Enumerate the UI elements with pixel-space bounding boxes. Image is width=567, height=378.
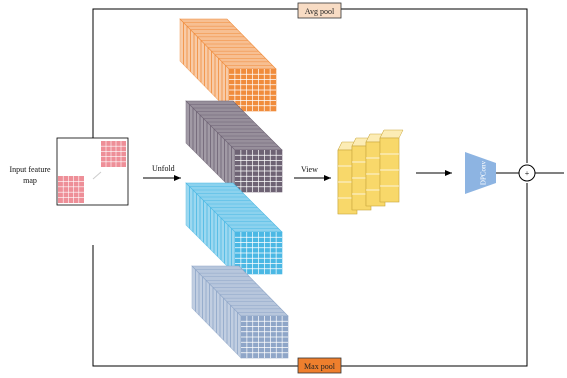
avg-pool-rect xyxy=(297,2,342,19)
unfold-label: Unfold xyxy=(152,164,175,173)
avg-pool-box: Avg pool xyxy=(297,2,342,19)
max-pool-rect xyxy=(297,357,342,374)
input-label-line1: Input feature xyxy=(9,165,51,174)
avg-pool-label: Avg pool xyxy=(305,7,335,16)
dpconv-block: DPConv xyxy=(465,152,496,194)
input-feature-map xyxy=(56,137,129,206)
plus-circle-icon: + xyxy=(518,164,536,182)
dpconv-label: DPConv xyxy=(480,160,488,185)
max-pool-label: Max pool xyxy=(304,362,336,371)
max-pool-box: Max pool xyxy=(297,357,342,374)
input-diagonal xyxy=(92,171,102,180)
view-slabs xyxy=(337,129,404,215)
purple-block xyxy=(185,100,283,193)
view-slab-top xyxy=(379,129,404,139)
input-label-line2: map xyxy=(23,176,37,185)
skip-connection-frame xyxy=(92,8,528,367)
view-slab xyxy=(379,129,404,203)
dpconv-trapezoid xyxy=(465,152,496,194)
input-patch-top xyxy=(101,141,126,167)
input-patch-bottom xyxy=(58,176,84,203)
unfolded-blocks xyxy=(179,18,289,359)
slate-block xyxy=(191,265,289,359)
input-patch-grid xyxy=(58,141,126,203)
cyan-block xyxy=(185,182,283,275)
view-label: View xyxy=(301,165,318,174)
plus-label: + xyxy=(525,169,530,178)
orange-block xyxy=(179,18,277,112)
